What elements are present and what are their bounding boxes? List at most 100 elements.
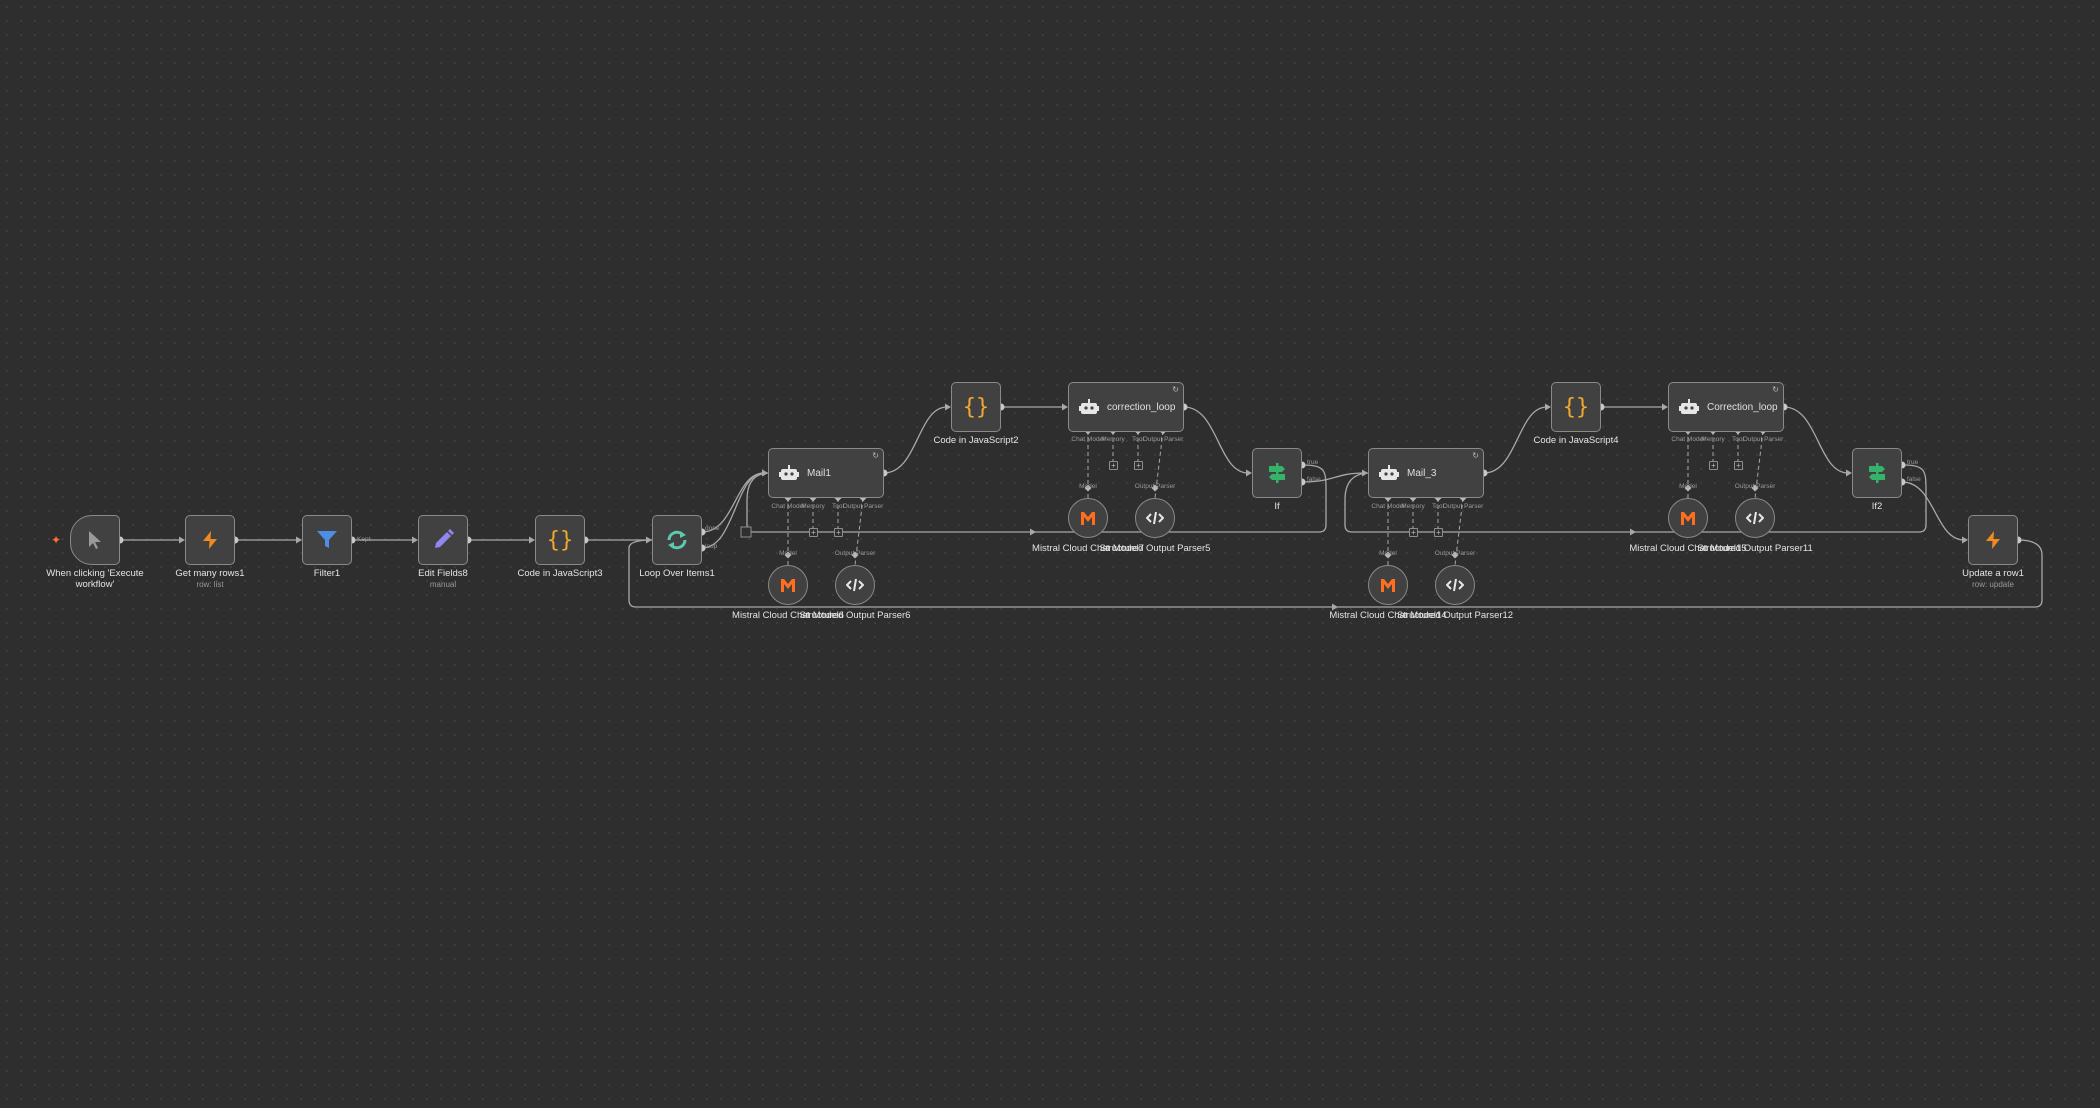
subnode-label: Structured Output Parser12 [1396,610,1514,621]
connector-label-model: Model [1079,483,1097,490]
node-code-javascript3[interactable]: {} [535,515,585,565]
node-edit-fields[interactable] [418,515,468,565]
arrow-head [1246,469,1252,477]
node-label: Code in JavaScript4 [1533,435,1619,446]
subnode-handle[interactable] [1084,484,1092,492]
curly-braces-icon: {} [962,394,990,420]
connection-loop-done[interactable] [701,472,765,533]
supabase-icon [1985,531,2001,549]
slot-chat-model: Chat Model [771,503,805,510]
arrow-head [412,536,418,544]
output-label-false: false [1907,476,1921,483]
add-tool-button[interactable]: + [1434,528,1443,537]
add-memory-button[interactable]: + [1709,461,1718,470]
connection-if-mail3[interactable] [1301,472,1365,483]
subnode-label: Structured Output Parser5 [1099,543,1211,554]
supabase-icon [202,531,218,549]
subnode-handle[interactable] [1684,484,1692,492]
subnode-handle[interactable] [1451,551,1459,559]
connection-mail3-code4[interactable] [1483,406,1548,474]
connector-label-model: Model [1379,550,1397,557]
code-tag-icon [1146,511,1164,525]
curly-braces-icon: {} [546,527,574,553]
node-code-javascript4[interactable]: {} [1551,382,1601,432]
node-title: Mail_3 [1407,467,1437,479]
node-label: Loop Over Items1 [639,568,715,579]
add-memory-button[interactable]: + [809,528,818,537]
pencil-icon [432,529,454,551]
slot-output-parser: Output Parser [1742,436,1784,443]
node-subtitle: row: list [196,580,224,589]
subnode-handle[interactable] [1384,551,1392,559]
code-tag-icon [846,578,864,592]
node-label: Code in JavaScript3 [517,568,603,579]
slot-memory: Memory [1101,436,1125,443]
robot-icon [1679,399,1699,415]
slot-chat-model: Chat Model [1071,436,1105,443]
connector-label-model: Model [1679,483,1697,490]
node-agent-mail1[interactable]: Mail1 ↻ [768,448,884,498]
slot-output-parser: Output Parser [1442,503,1484,510]
slot-output-parser: Output Parser [1142,436,1184,443]
node-label: If2 [1871,501,1883,512]
robot-icon [779,465,799,481]
subnode-mistral-model15[interactable] [1668,498,1708,538]
arrow-head [1630,528,1636,536]
robot-icon [1079,399,1099,415]
arrow-head [179,536,185,544]
add-tool-button[interactable]: + [1134,461,1143,470]
loop-back-if-true[interactable] [746,464,1327,533]
node-get-many-rows[interactable] [185,515,235,565]
add-memory-button[interactable]: + [1109,461,1118,470]
node-filter[interactable] [302,515,352,565]
add-tool-button[interactable]: + [1734,461,1743,470]
subnode-handle[interactable] [1751,484,1759,492]
node-title: Correction_loop [1707,401,1778,413]
if-branch-icon [1866,462,1888,484]
arrow-head [296,536,302,544]
arrow-head [1062,403,1068,411]
connection-correction2-if2[interactable] [1783,406,1849,474]
arrow-head [1846,469,1852,477]
node-if2[interactable] [1852,448,1902,498]
subnode-output-parser12[interactable] [1435,565,1475,605]
add-tool-button[interactable]: + [834,528,843,537]
code-tag-icon [1446,578,1464,592]
subnode-label: Mistral Cloud Chat Model7 [1032,543,1144,554]
slot-memory: Memory [1701,436,1725,443]
loop-arrows-icon [665,529,689,551]
robot-icon [1379,465,1399,481]
subnode-output-parser5[interactable] [1135,498,1175,538]
subnode-handle[interactable] [851,551,859,559]
mistral-icon [1380,578,1396,592]
connection-mail1-code2[interactable] [883,406,948,474]
node-label: Get many rows1 [175,568,245,579]
subnode-output-parser11[interactable] [1735,498,1775,538]
node-manual-trigger[interactable] [70,515,120,565]
node-if[interactable] [1252,448,1302,498]
node-agent-correction-loop-2[interactable]: Correction_loop ↻ [1668,382,1784,432]
node-agent-correction-loop[interactable]: correction_loop ↻ [1068,382,1184,432]
subnode-mistral-model6[interactable] [768,565,808,605]
subnode-handle[interactable] [1151,484,1159,492]
subnode-mistral-model14[interactable] [1368,565,1408,605]
refresh-icon: ↻ [1772,385,1779,394]
node-loop-over-items[interactable] [652,515,702,565]
subnode-mistral-model7[interactable] [1068,498,1108,538]
refresh-icon: ↻ [1172,385,1179,394]
subnode-output-parser6[interactable] [835,565,875,605]
arrow-head [1662,403,1668,411]
subnode-handle[interactable] [784,551,792,559]
refresh-icon: ↻ [872,451,879,460]
output-label-false: false [1307,476,1321,483]
connection-loop-mail1[interactable] [701,472,765,549]
connection-if2-update[interactable] [1901,481,1965,541]
node-code-javascript2[interactable]: {} [951,382,1001,432]
node-update-row[interactable] [1968,515,2018,565]
add-node-button[interactable] [740,526,752,538]
node-title: Mail1 [807,467,831,479]
node-agent-mail3[interactable]: Mail_3 ↻ [1368,448,1484,498]
add-memory-button[interactable]: + [1409,528,1418,537]
connection-correction-if[interactable] [1183,406,1249,474]
